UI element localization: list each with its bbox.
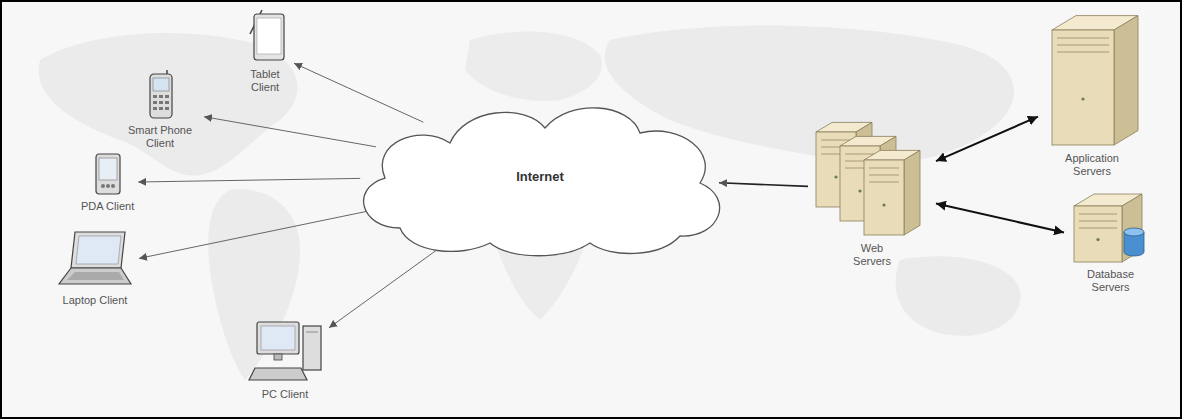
device-icon	[1042, 8, 1142, 152]
network-link	[139, 208, 381, 258]
cloud-label: Internet	[340, 168, 740, 183]
icon-part	[91, 152, 125, 196]
icon-part	[869, 175, 899, 176]
icon-part	[904, 150, 920, 235]
node-label: PC Client	[262, 388, 308, 401]
icon-part	[869, 182, 899, 183]
network-link	[204, 117, 376, 147]
icon-part	[1057, 52, 1109, 53]
icon-part	[249, 368, 307, 380]
device-icon	[1068, 192, 1153, 268]
icon-part	[858, 189, 861, 192]
icon-part	[834, 175, 837, 178]
icon-part	[1081, 97, 1084, 100]
icon-part	[240, 6, 290, 64]
device-icon	[812, 110, 932, 242]
network-link	[719, 183, 808, 187]
icon-part	[153, 95, 157, 98]
icon-part	[150, 74, 172, 118]
continent	[208, 189, 300, 380]
network-link	[936, 117, 1038, 162]
icon-part	[821, 140, 851, 141]
icon-part	[1052, 30, 1114, 145]
continent	[896, 256, 1021, 336]
device-node: PDA Client	[79, 150, 136, 215]
device-icon	[55, 228, 135, 294]
device-icon	[240, 6, 290, 68]
network-link	[936, 204, 1064, 233]
node-label: Laptop Client	[63, 294, 128, 307]
icon-part	[869, 168, 899, 169]
icon-part	[303, 326, 321, 370]
icon-part	[1079, 214, 1117, 215]
icon-part	[254, 14, 284, 60]
network-link	[294, 63, 423, 122]
icon-part	[153, 107, 157, 110]
icon-part	[165, 95, 169, 98]
device-node: Smart Phone Client	[118, 66, 202, 152]
node-label: Database Servers	[1076, 268, 1146, 294]
continent	[465, 32, 602, 101]
network-link	[138, 178, 360, 182]
icon-part	[96, 154, 120, 194]
device-node: Application Servers	[1040, 6, 1144, 180]
icon-part	[257, 18, 281, 54]
icon-part	[67, 272, 124, 280]
icon-part	[306, 332, 318, 333]
icon-part	[159, 107, 163, 110]
device-icon	[91, 152, 125, 200]
icon-part	[111, 184, 115, 188]
icon-part	[274, 354, 282, 360]
icon-part	[153, 78, 169, 91]
icon-part	[1057, 45, 1109, 46]
icon-part	[99, 158, 117, 180]
icon-part	[76, 236, 121, 264]
node-label: Smart Phone Client	[120, 124, 200, 150]
internet-cloud: Internet	[340, 88, 740, 263]
icon-part	[1079, 228, 1117, 229]
icon-part	[140, 68, 180, 120]
icon-part	[245, 318, 325, 384]
device-node: Web Servers	[810, 108, 934, 270]
icon-part	[1074, 206, 1122, 262]
icon-part	[845, 154, 875, 155]
node-label: Tablet Client	[241, 68, 289, 94]
icon-part	[153, 101, 157, 104]
icon-part	[159, 101, 163, 104]
icon-part	[165, 107, 169, 110]
icon-part	[1042, 8, 1142, 148]
node-label: Application Servers	[1052, 152, 1132, 178]
icon-part	[261, 326, 295, 350]
node-label: PDA Client	[81, 200, 134, 213]
icon-part	[257, 322, 299, 354]
icon-part	[165, 101, 169, 104]
icon-part	[101, 184, 105, 188]
icon-part	[159, 95, 163, 98]
icon-part	[1114, 16, 1138, 145]
icon-part	[106, 184, 110, 188]
icon-part	[1079, 221, 1117, 222]
icon-part	[1096, 238, 1099, 241]
node-label: Web Servers	[842, 242, 902, 268]
device-icon	[140, 68, 180, 124]
icon-part	[1068, 192, 1153, 264]
device-node: Tablet Client	[238, 4, 292, 96]
icon-part	[812, 110, 932, 238]
icon-part	[71, 232, 125, 268]
icon-part	[55, 228, 135, 290]
icon-part	[1057, 38, 1109, 39]
icon-part	[882, 203, 885, 206]
device-node: PC Client	[243, 316, 327, 403]
device-node: Laptop Client	[53, 226, 137, 309]
device-node: Database Servers	[1066, 190, 1155, 296]
icon-part	[1124, 228, 1144, 236]
device-icon	[245, 318, 325, 388]
icon-part	[59, 268, 131, 284]
icon-part	[864, 160, 904, 235]
